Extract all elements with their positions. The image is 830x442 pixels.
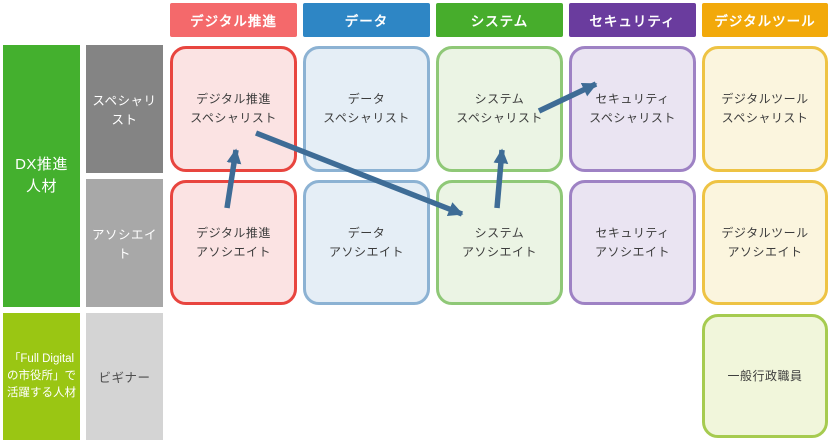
skill-box-data-specialist: データ スペシャリスト — [303, 46, 430, 172]
skill-box-label: デジタル推進 アソシエイト — [195, 225, 271, 259]
skill-box-security-associate: セキュリティ アソシエイト — [569, 180, 696, 305]
skill-box-label: デジタルツール スペシャリスト — [721, 92, 809, 125]
skill-box-digital-specialist: デジタル推進 スペシャリスト — [170, 46, 297, 172]
column-digital-tools: デジタルツール デジタルツール スペシャリスト デジタルツール アソシエイト 一… — [702, 0, 828, 442]
skill-box-digital-tools-associate: デジタルツール アソシエイト — [702, 180, 828, 305]
tab-digital-tools: デジタルツール — [702, 3, 828, 37]
skill-box-system-specialist: システム スペシャリスト — [436, 46, 563, 172]
column-data: データ データ スペシャリスト データ アソシエイト — [303, 0, 430, 442]
skill-box-security-specialist: セキュリティ スペシャリスト — [569, 46, 696, 172]
skill-box-data-associate: データ アソシエイト — [303, 180, 430, 305]
tab-security: セキュリティ — [569, 3, 696, 37]
skill-box-label: データ スペシャリスト — [323, 92, 410, 125]
level-specialist: スペシャリスト — [86, 45, 163, 173]
skill-box-label: システム アソシエイト — [461, 225, 537, 259]
skill-box-general-staff: 一般行政職員 — [702, 314, 828, 438]
level-beginner: ビギナー — [86, 313, 163, 440]
skill-box-label: デジタル推進 スペシャリスト — [190, 92, 277, 125]
skill-box-label: システム スペシャリスト — [456, 92, 543, 125]
skill-box-system-associate: システム アソシエイト — [436, 180, 563, 305]
tab-system: システム — [436, 3, 563, 37]
row-group-dx-talent-label: DX推進 人材 — [15, 156, 68, 195]
row-group-full-digital: 「Full Digital の市役所」で 活躍する人材 — [3, 313, 80, 440]
skill-box-label: 一般行政職員 — [727, 368, 803, 383]
tab-digital-promotion: デジタル推進 — [170, 3, 297, 37]
tab-label: システム — [470, 14, 529, 29]
column-digital-promotion: デジタル推進 デジタル推進 スペシャリスト デジタル推進 アソシエイト — [170, 0, 297, 442]
level-beginner-label: ビギナー — [98, 371, 151, 385]
column-security: セキュリティ セキュリティ スペシャリスト セキュリティ アソシエイト — [569, 0, 696, 442]
column-system: システム システム スペシャリスト システム アソシエイト — [436, 0, 563, 442]
skill-box-digital-associate: デジタル推進 アソシエイト — [170, 180, 297, 305]
skill-box-label: データ アソシエイト — [328, 225, 404, 259]
level-associate: アソシエイト — [86, 179, 163, 307]
level-associate-label: アソシエイト — [91, 228, 157, 261]
tab-label: セキュリティ — [589, 14, 676, 29]
tab-label: データ — [344, 14, 389, 29]
tab-data: データ — [303, 3, 430, 37]
skill-box-label: セキュリティ スペシャリスト — [589, 92, 676, 125]
skill-box-label: デジタルツール アソシエイト — [721, 225, 809, 259]
row-group-full-digital-label: 「Full Digital の市役所」で 活躍する人材 — [7, 352, 76, 400]
tab-label: デジタル推進 — [190, 14, 277, 29]
skill-box-label: セキュリティ アソシエイト — [594, 225, 670, 259]
row-group-dx-talent: DX推進 人材 — [3, 45, 80, 307]
skill-box-digital-tools-specialist: デジタルツール スペシャリスト — [702, 46, 828, 172]
tab-label: デジタルツール — [714, 14, 816, 29]
level-specialist-label: スペシャリスト — [92, 94, 157, 127]
